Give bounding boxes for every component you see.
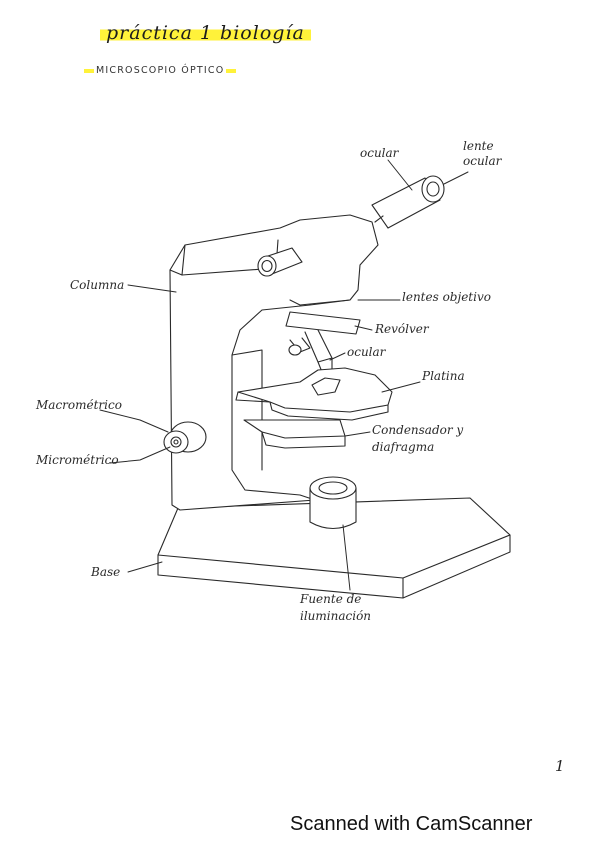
- scanner-watermark: Scanned with CamScanner: [290, 813, 533, 835]
- page-number: 1: [555, 757, 565, 775]
- eyepiece-tube: [371, 175, 445, 229]
- page-subtitle: MICROSCOPIO ÓPTICO: [82, 65, 238, 76]
- focus-knobs: [163, 421, 207, 454]
- highlight-mark: [84, 68, 94, 73]
- label-base: Base: [91, 565, 121, 579]
- label-lentes-objetivo: lentes objetivo: [402, 290, 491, 304]
- label-ocular-mid: ocular: [347, 345, 386, 359]
- label-ocular-top: ocular: [360, 146, 399, 160]
- label-fuente-line1: Fuente de: [300, 592, 362, 606]
- microscope-base: [157, 497, 511, 599]
- label-platina: Platina: [422, 369, 465, 383]
- side-ocular: [257, 247, 303, 277]
- label-condensador-line2: diafragma: [372, 440, 435, 454]
- label-revolver: Revólver: [375, 322, 429, 336]
- stage-platina: [235, 367, 393, 421]
- revolver-objectives: [285, 311, 361, 373]
- label-fuente-line2: iluminación: [300, 609, 372, 623]
- page-title: práctica 1 biología: [100, 22, 311, 44]
- highlight-mark: [226, 68, 237, 73]
- label-columna: Columna: [70, 278, 125, 292]
- label-lente-ocular-line2: ocular: [463, 154, 502, 168]
- light-source: [309, 476, 357, 530]
- label-lente-ocular-line1: lente: [463, 139, 494, 153]
- condenser: [243, 419, 346, 449]
- label-condensador-line1: Condensador y: [372, 423, 464, 437]
- label-micrometrico: Micrométrico: [36, 453, 119, 467]
- leader-lines: [99, 159, 469, 591]
- subtitle-text: MICROSCOPIO ÓPTICO: [96, 65, 225, 76]
- label-macrometrico: Macrométrico: [36, 398, 122, 412]
